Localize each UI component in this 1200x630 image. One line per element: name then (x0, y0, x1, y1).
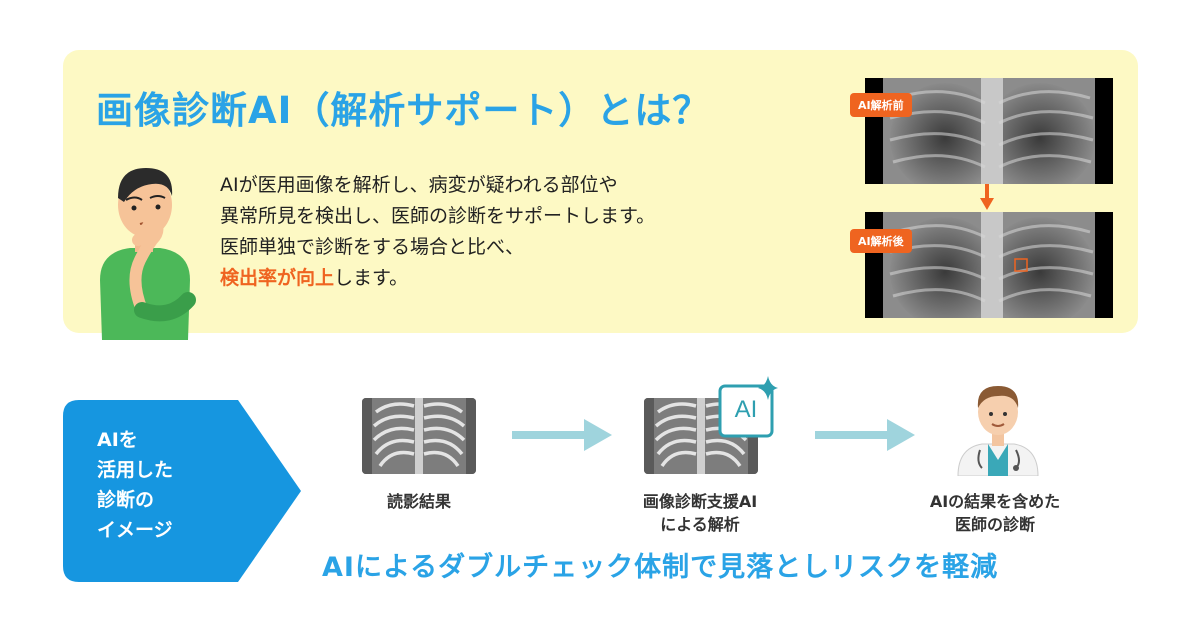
step3-caption: AIの結果を含めた 医師の診断 (905, 490, 1085, 536)
doctor-icon (957, 386, 1039, 476)
flow-arrow-icon (512, 419, 612, 451)
chest-xray-graphic (865, 78, 1113, 184)
page-title: 画像診断AI（解析サポート）とは？ (96, 89, 711, 132)
thinking-man-illustration (100, 168, 196, 340)
image-label-line: AIを (97, 429, 138, 451)
image-label-line: 診断の (97, 489, 155, 511)
chest-xray-graphic (865, 212, 1113, 318)
ai-after-badge: AI解析後 (850, 229, 912, 253)
ai-before-badge: AI解析前 (850, 93, 912, 117)
step2-caption: 画像診断支援AI による解析 (610, 490, 790, 536)
description-text: します。 (334, 267, 409, 289)
ribcage-xray-graphic (362, 398, 476, 474)
image-label-line: イメージ (97, 519, 173, 541)
image-label-chevron (63, 400, 301, 582)
ai-sparkle-icon: AI (718, 376, 788, 442)
caption-line: 画像診断支援AI (642, 492, 758, 511)
description-line: AIが医用画像を解析し、病変が疑われる部位や (220, 174, 618, 196)
reading-result-thumbnail (362, 398, 476, 474)
description-line: 検出率が向上します。 (220, 263, 655, 294)
down-arrow-icon (980, 184, 994, 210)
description-line: 医師単独で診断をする場合と比べ、 (220, 236, 525, 258)
image-label: AIを 活用した 診断の イメージ (97, 425, 173, 545)
image-label-line: 活用した (97, 459, 174, 481)
ai-icon-text: AI (734, 396, 758, 423)
caption-line: AIの結果を含めた (929, 492, 1061, 511)
detection-marker (1014, 258, 1028, 272)
xray-before-image (865, 78, 1113, 184)
description: AIが医用画像を解析し、病変が疑われる部位や 異常所見を検出し、医師の診断をサポ… (220, 170, 655, 294)
caption-line: 読影結果 (386, 492, 451, 511)
caption-line: による解析 (660, 515, 740, 534)
caption-line: 医師の診断 (954, 515, 1035, 534)
step1-caption: 読影結果 (362, 490, 476, 513)
highlight-text: 検出率が向上 (220, 267, 335, 289)
xray-after-image (865, 212, 1113, 318)
flow-arrow-icon (815, 419, 915, 451)
slogan: AIによるダブルチェック体制で見落としリスクを軽減 (322, 552, 999, 583)
description-line: 異常所見を検出し、医師の診断をサポートします。 (220, 205, 656, 227)
